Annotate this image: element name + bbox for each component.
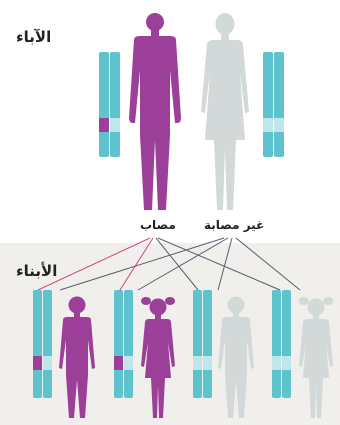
line-father-to-daughter-2: [158, 238, 280, 290]
line-mother-to-daughter-2: [236, 238, 300, 290]
inheritance-lines: [38, 238, 300, 290]
children-label: الأبناء: [16, 262, 57, 280]
line-father-to-daughter-1: [120, 238, 153, 290]
boy-figure-icon: [218, 297, 254, 419]
line-mother-to-son-1: [60, 238, 224, 290]
boy-figure-icon: [59, 297, 95, 419]
parents-label: الآباء: [16, 28, 51, 46]
daughter-1-chromosome-pair: [114, 290, 133, 398]
line-mother-to-daughter-1: [138, 238, 228, 290]
son-1-chromosome-pair: [33, 290, 52, 398]
girl-figure-icon: [141, 297, 175, 418]
girl-figure-icon: [299, 297, 333, 418]
male-figure-icon: [129, 13, 181, 210]
father-chromosome-pair: [99, 52, 120, 157]
female-figure-icon: [201, 13, 249, 210]
son-2-chromosome-pair: [193, 290, 212, 398]
unaffected-parent-label: غير مصابة: [204, 218, 264, 232]
daughter-2-chromosome-pair: [272, 290, 291, 398]
mother-chromosome-pair: [263, 52, 284, 157]
affected-parent-label: مصاب: [140, 218, 176, 232]
